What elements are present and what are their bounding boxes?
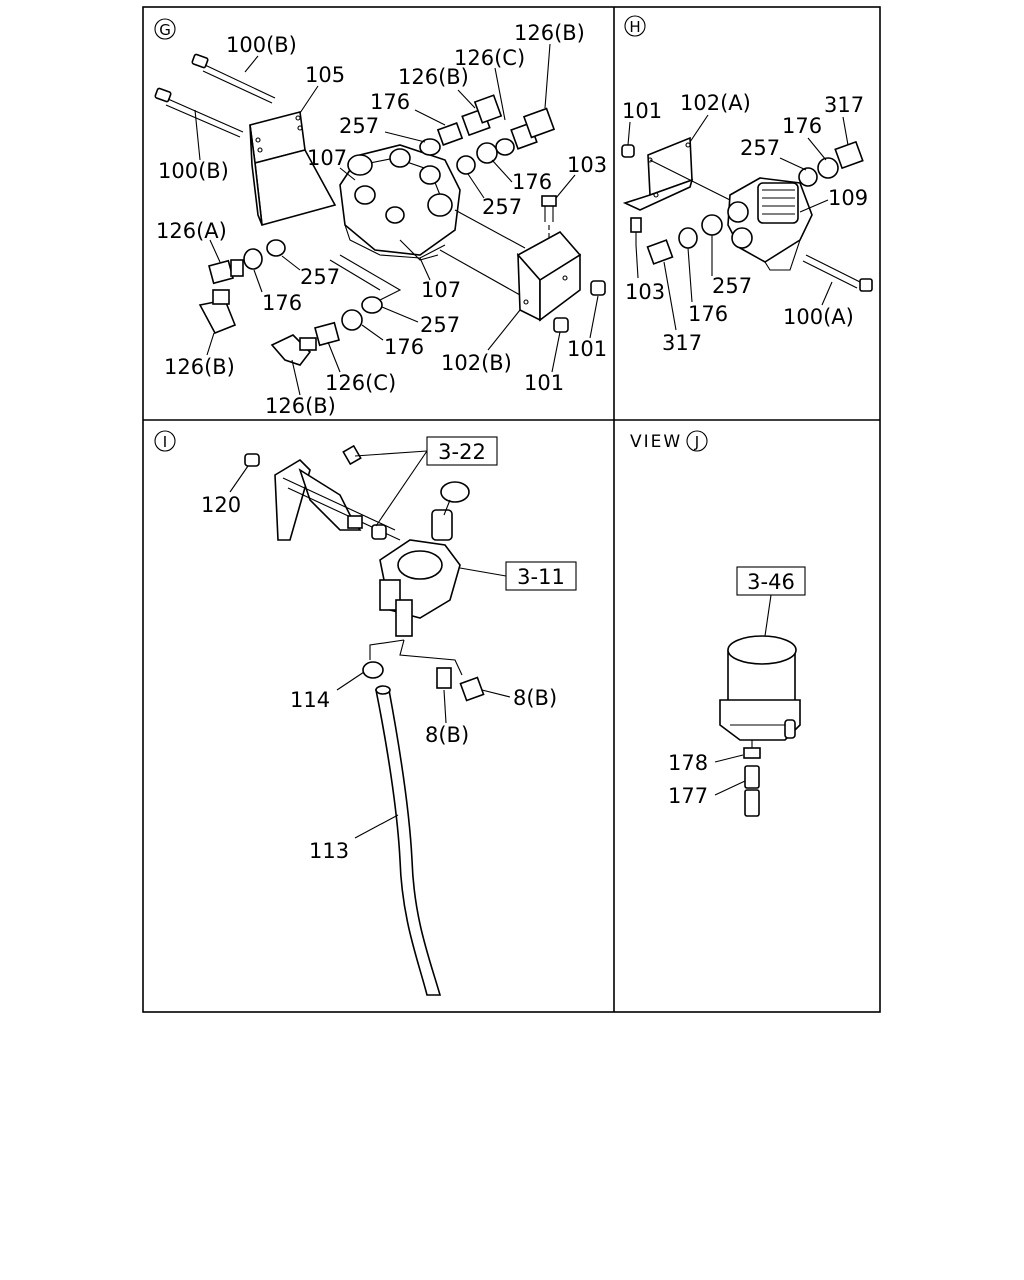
label: 257 [300, 265, 340, 289]
svg-text:3-22: 3-22 [438, 440, 486, 464]
label: 126(B) [398, 65, 469, 89]
label: 176 [512, 170, 552, 194]
bolt-100b-lower [154, 87, 244, 138]
bolt-100b-upper [191, 53, 276, 104]
panel-h-letter: H [624, 15, 646, 37]
svg-text:3-11: 3-11 [517, 565, 565, 589]
label: 100(A) [783, 305, 854, 329]
panel-i-labels: 120 114 8(B) 8(B) 113 [201, 465, 557, 863]
label: 257 [420, 313, 460, 337]
fittings-upper [419, 94, 556, 175]
ref-box-3-46: 3-46 [736, 566, 806, 637]
bolt-100a [802, 254, 873, 292]
panel-j-letter-text: J [694, 433, 699, 451]
label: 107 [421, 278, 461, 302]
label: 257 [740, 136, 780, 160]
bracket-i [274, 444, 401, 541]
panel-h-drawing [621, 136, 873, 292]
fittings-h-left [630, 214, 723, 265]
panel-j-drawing [719, 635, 801, 817]
fittings-h-right [798, 140, 864, 187]
diagram-frame [142, 6, 881, 1013]
label: 114 [290, 688, 330, 712]
label: 103 [567, 153, 607, 177]
label: 107 [307, 146, 347, 170]
label: 177 [668, 784, 708, 808]
label: 126(A) [156, 219, 227, 243]
label: 8(B) [425, 723, 469, 747]
panel-h-labels: 101 102(A) 317 176 257 109 103 257 176 1… [622, 91, 868, 355]
fittings-bottom [270, 296, 383, 366]
valve-i [379, 481, 470, 637]
panel-j-labels: 178 177 [668, 751, 746, 808]
label: 176 [782, 114, 822, 138]
label: 105 [305, 63, 345, 87]
label: 176 [370, 90, 410, 114]
label: 101 [622, 99, 662, 123]
label: 113 [309, 839, 349, 863]
svg-text:3-46: 3-46 [747, 570, 795, 594]
label: 176 [262, 291, 302, 315]
label: 101 [524, 371, 564, 395]
label: 176 [384, 335, 424, 359]
label: 8(B) [513, 686, 557, 710]
bracket-102b [439, 209, 606, 333]
label: 126(C) [454, 46, 525, 70]
valve-109 [727, 177, 813, 271]
fittings-left [198, 239, 402, 335]
hose-113 [375, 685, 442, 996]
panel-g-labels: 100(B) 126(B) 126(C) 105 126(B) 176 257 … [156, 21, 607, 418]
label: 102(B) [441, 351, 512, 375]
panel-h-letter-text: H [629, 18, 640, 36]
ref-box-3-11: 3-11 [459, 561, 577, 591]
air-dryer [719, 635, 801, 817]
label: 257 [482, 195, 522, 219]
label: 120 [201, 493, 241, 517]
panel-g-drawing [154, 53, 606, 366]
panel-g-letter: G [154, 18, 176, 40]
valve-body [339, 144, 461, 261]
label: 126(B) [265, 394, 336, 418]
label: 126(C) [325, 371, 396, 395]
label: 126(B) [164, 355, 235, 379]
bracket-102a [621, 136, 731, 211]
bracket-105 [249, 110, 337, 227]
label: 103 [625, 280, 665, 304]
label: 126(B) [514, 21, 585, 45]
panel-i-letter-text: I [163, 433, 167, 451]
panel-j-view-label: VIEW J [630, 430, 708, 452]
panel-i-drawing [244, 444, 485, 996]
fittings-i [362, 639, 485, 702]
label: 101 [567, 337, 607, 361]
view-prefix: VIEW [630, 432, 682, 452]
label: 176 [688, 302, 728, 326]
label: 317 [824, 93, 864, 117]
label: 317 [662, 331, 702, 355]
label: 257 [339, 114, 379, 138]
panel-i-letter: I [154, 430, 176, 452]
label: 100(B) [226, 33, 297, 57]
panel-g-letter-text: G [159, 21, 171, 39]
ref-box-3-22: 3-22 [354, 436, 498, 527]
label: 100(B) [158, 159, 229, 183]
label: 178 [668, 751, 708, 775]
label: 102(A) [680, 91, 751, 115]
label: 257 [712, 274, 752, 298]
label: 109 [828, 186, 868, 210]
